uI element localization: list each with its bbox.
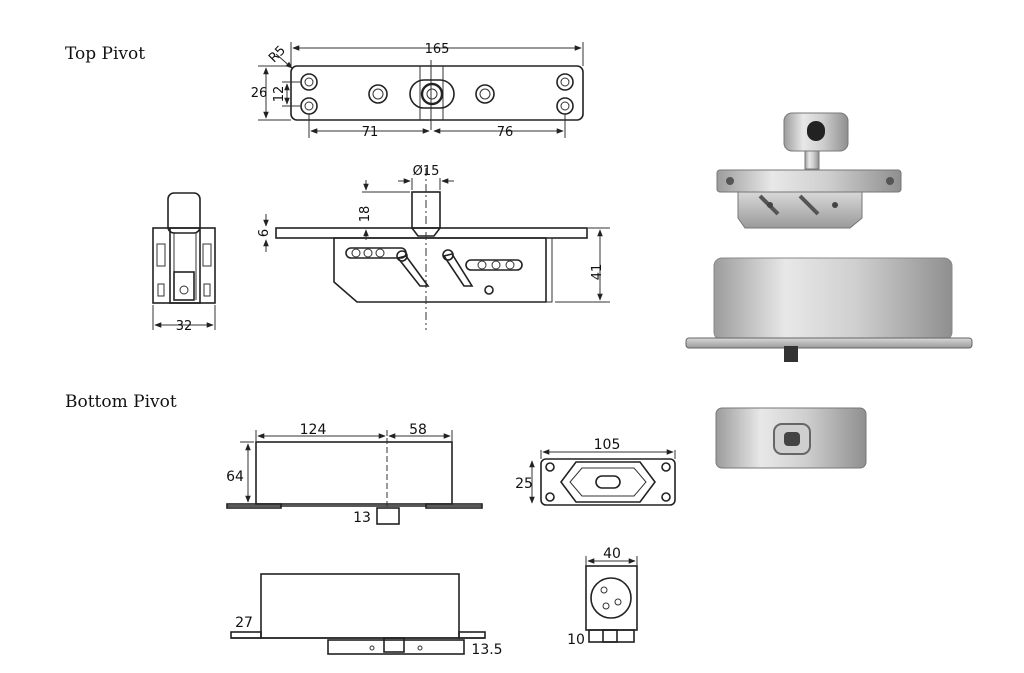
top-pivot-front-view: Ø15 18 6 41 xyxy=(257,164,610,330)
dim-side-width-bottom: 40 xyxy=(603,546,621,562)
bottom-pivot-front-view: 124 58 64 13 xyxy=(226,422,483,526)
top-pivot-photo xyxy=(716,112,902,229)
bottom-plate-photo xyxy=(715,407,867,469)
dim-pin-height: 18 xyxy=(358,206,373,223)
dim-bottom-height: 64 xyxy=(226,469,244,485)
top-pivot-plan-view: 165 R5 26 12 71 76 xyxy=(251,42,584,140)
dim-side-width: 32 xyxy=(176,319,193,334)
dim-body-height: 41 xyxy=(590,264,605,281)
dim-top-height-inner: 12 xyxy=(272,86,287,103)
dim-pin-diameter: Ø15 xyxy=(413,164,440,179)
dim-plate-thickness: 6 xyxy=(257,229,272,237)
bottom-pivot-side-view: 40 10 xyxy=(567,546,638,648)
dim-top-left-offset: 71 xyxy=(362,125,379,140)
dim-plan-height: 25 xyxy=(515,476,533,492)
dim-top-height-outer: 26 xyxy=(251,86,268,101)
box-photo xyxy=(685,257,973,362)
bottom-pivot-title: Bottom Pivot xyxy=(65,392,177,412)
dim-side-height-bottom: 10 xyxy=(567,632,585,648)
top-pivot-title: Top Pivot xyxy=(65,44,146,64)
bottom-pivot-lower-view: 27 13.5 xyxy=(230,573,503,658)
dim-top-right-offset: 76 xyxy=(497,125,514,140)
dim-top-length: 165 xyxy=(425,42,450,57)
bottom-pivot-plan-view: 105 25 xyxy=(515,437,676,506)
dim-bottom-right-len: 58 xyxy=(409,422,427,438)
dim-lower-thickness: 27 xyxy=(235,615,253,631)
dim-bottom-left-len: 124 xyxy=(300,422,327,438)
dim-bottom-pin: 13 xyxy=(353,510,371,526)
dim-plan-length: 105 xyxy=(594,437,621,453)
dim-lower-plate: 13.5 xyxy=(471,642,502,658)
top-pivot-side-view: 32 xyxy=(152,192,216,334)
